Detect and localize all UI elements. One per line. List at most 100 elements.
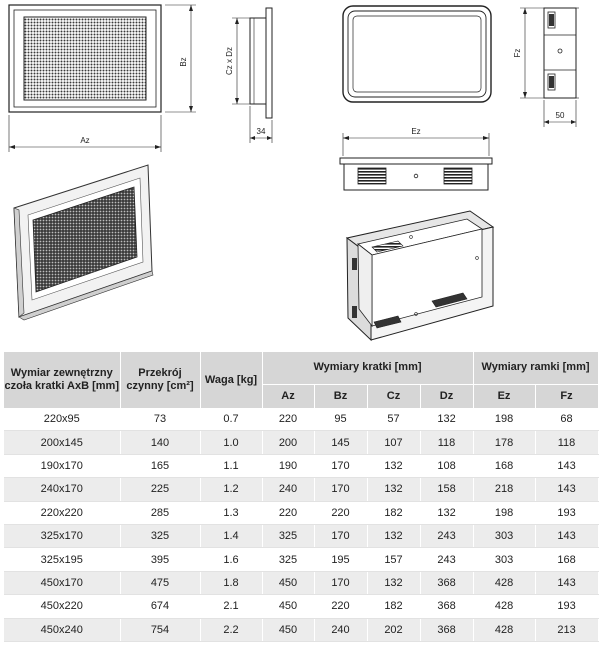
cell-cross-section: 754: [120, 618, 201, 642]
cell-az: 325: [262, 524, 315, 549]
cell-weight: 1.3: [200, 501, 263, 525]
header-weight: Waga [kg]: [200, 352, 263, 408]
header-grille-dimensions: Wymiary kratki [mm]: [262, 352, 474, 385]
cell-fz: 193: [535, 594, 599, 619]
frame-top-view: [342, 5, 492, 103]
cell-weight: 1.0: [200, 430, 263, 455]
cell-weight: 1.6: [200, 547, 263, 572]
cell-az: 450: [262, 594, 315, 619]
cell-dz: 368: [420, 594, 474, 619]
cell-az: 450: [262, 571, 315, 596]
cell-dz: 132: [420, 501, 474, 525]
cell-ez: 428: [473, 571, 536, 596]
depth-50-label: 50: [556, 111, 565, 120]
cell-cz: 132: [367, 477, 421, 502]
cell-size: 220x220: [4, 501, 121, 525]
cell-dz: 158: [420, 477, 474, 502]
cell-dz: 368: [420, 618, 474, 642]
cell-fz: 143: [535, 454, 599, 479]
cell-cross-section: 225: [120, 477, 201, 502]
cell-weight: 1.8: [200, 571, 263, 596]
cell-dz: 243: [420, 524, 474, 549]
bz-label: Bz: [179, 57, 188, 66]
cell-az: 220: [262, 501, 315, 525]
cell-cz: 107: [367, 430, 421, 455]
cell-cz: 157: [367, 547, 421, 572]
depth-34-label: 34: [257, 127, 266, 136]
cell-ez: 198: [473, 408, 536, 432]
header-cross-section: Przekrój czynny [cm²]: [120, 352, 201, 408]
cell-cz: 132: [367, 524, 421, 549]
cell-size: 190x170: [4, 454, 121, 479]
technical-drawings: Bz Az Cz x Dz 34: [8, 4, 579, 342]
header-external-size: Wymiar zewnętrzny czoła kratki AxB [mm]: [4, 352, 121, 408]
az-label: Az: [80, 136, 89, 145]
cell-bz: 170: [314, 524, 368, 549]
cell-dz: 108: [420, 454, 474, 479]
cell-ez: 178: [473, 430, 536, 455]
cell-fz: 168: [535, 547, 599, 572]
cell-az: 190: [262, 454, 315, 479]
cell-dz: 118: [420, 430, 474, 455]
grille-isometric-view: [13, 164, 154, 321]
header-dz: Dz: [420, 383, 474, 408]
cell-weight: 1.1: [200, 454, 263, 479]
cell-az: 240: [262, 477, 315, 502]
cell-az: 200: [262, 430, 315, 455]
cell-ez: 428: [473, 618, 536, 642]
header-az: Az: [262, 383, 315, 408]
cell-dz: 243: [420, 547, 474, 572]
grille-front-view: Bz Az: [8, 4, 196, 152]
cell-cross-section: 73: [120, 408, 201, 432]
cell-size: 450x220: [4, 594, 121, 619]
cell-weight: 1.4: [200, 524, 263, 549]
cell-bz: 220: [314, 501, 368, 525]
grille-side-view: Cz x Dz 34: [225, 7, 273, 143]
cell-ez: 303: [473, 524, 536, 549]
cell-bz: 240: [314, 618, 368, 642]
drawings-canvas: Bz Az Cz x Dz 34: [8, 4, 579, 342]
cell-fz: 193: [535, 501, 599, 525]
cell-cross-section: 395: [120, 547, 201, 572]
cell-cross-section: 285: [120, 501, 201, 525]
header-frame-dimensions: Wymiary ramki [mm]: [473, 352, 599, 385]
cell-cross-section: 674: [120, 594, 201, 619]
cell-size: 200x145: [4, 430, 121, 455]
cell-dz: 132: [420, 408, 474, 432]
cell-bz: 170: [314, 454, 368, 479]
cell-dz: 368: [420, 571, 474, 596]
cell-cz: 132: [367, 454, 421, 479]
cell-az: 325: [262, 547, 315, 572]
cell-ez: 428: [473, 594, 536, 619]
cell-cross-section: 165: [120, 454, 201, 479]
cell-ez: 198: [473, 501, 536, 525]
fz-label: Fz: [513, 49, 522, 58]
cell-size: 450x170: [4, 571, 121, 596]
cell-bz: 170: [314, 571, 368, 596]
ez-label: Ez: [411, 127, 420, 136]
cell-fz: 68: [535, 408, 599, 432]
cell-az: 220: [262, 408, 315, 432]
cell-ez: 218: [473, 477, 536, 502]
cell-size: 325x170: [4, 524, 121, 549]
cell-cz: 132: [367, 571, 421, 596]
cell-size: 450x240: [4, 618, 121, 642]
cell-cz: 182: [367, 501, 421, 525]
header-bz: Bz: [314, 383, 368, 408]
cell-cz: 182: [367, 594, 421, 619]
cell-weight: 2.1: [200, 594, 263, 619]
cell-bz: 145: [314, 430, 368, 455]
cell-fz: 213: [535, 618, 599, 642]
cell-ez: 168: [473, 454, 536, 479]
cell-fz: 143: [535, 477, 599, 502]
cell-cross-section: 475: [120, 571, 201, 596]
header-ez: Ez: [473, 383, 536, 408]
cell-size: 220x95: [4, 408, 121, 432]
